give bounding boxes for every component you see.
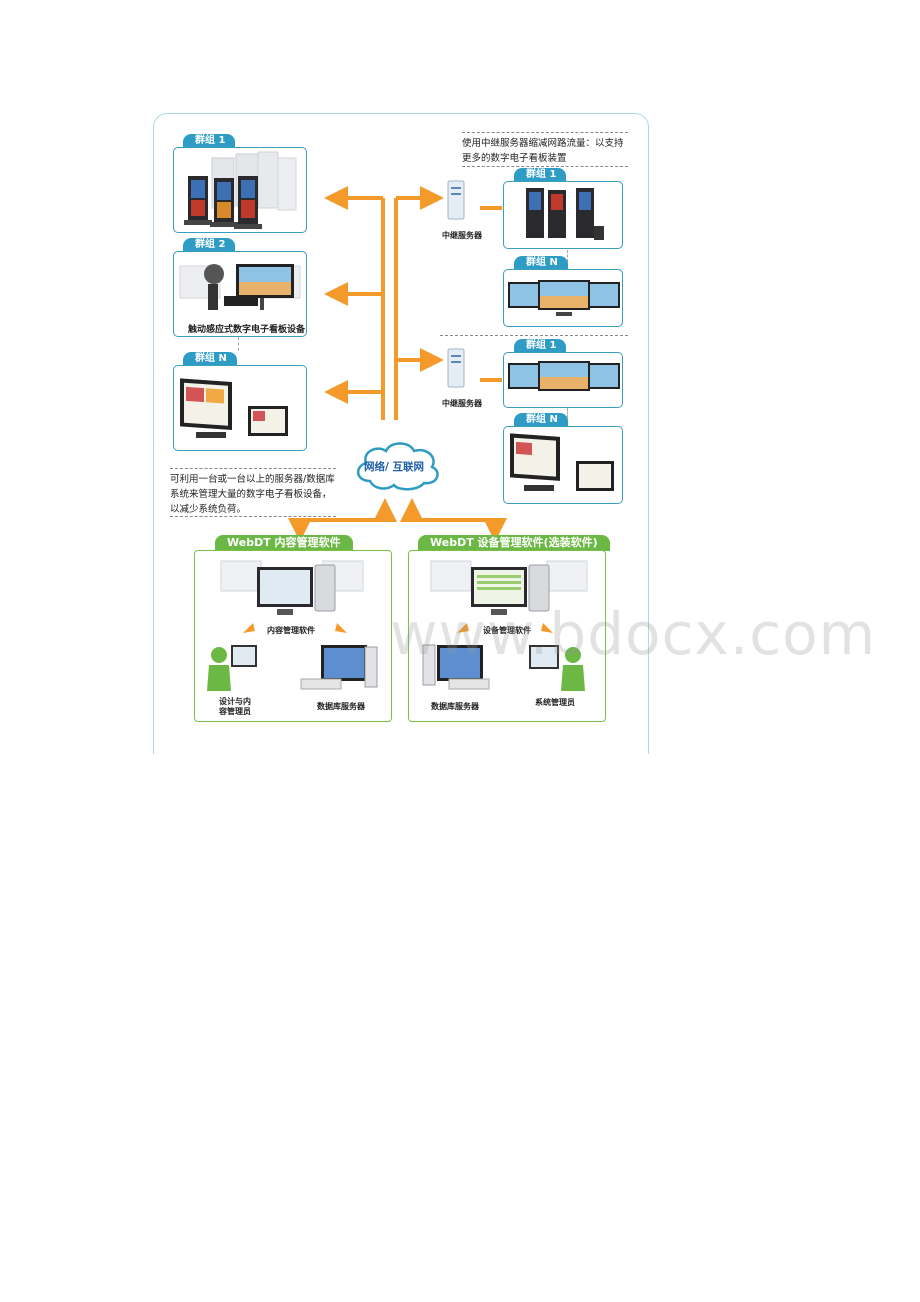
right-group-1-tab: 群组 1 bbox=[514, 168, 567, 182]
touch-signage-illustration bbox=[179, 264, 301, 310]
cms-center-label: 内容管理软件 bbox=[267, 626, 315, 635]
cms-server-label: 数据库服务器 bbox=[317, 702, 365, 711]
left-group-n-tab: 群组 N bbox=[183, 352, 237, 366]
left-group-2-caption: 触动感应式数字电子看板设备 bbox=[188, 325, 306, 335]
left-group-n-box bbox=[173, 365, 307, 451]
group-ellipsis-line bbox=[567, 250, 568, 262]
right-section-divider bbox=[440, 335, 628, 336]
dms-person-label: 系统管理员 bbox=[535, 698, 575, 707]
dms-center-label: 设备管理软件 bbox=[483, 626, 531, 635]
right-group-n-box-1 bbox=[503, 269, 623, 327]
monitor-illustration bbox=[510, 433, 614, 491]
group-ellipsis-line bbox=[567, 408, 568, 418]
relay-note: 使用中继服务器缩减网路流量：以支持更多的数字电子看板装置 bbox=[462, 138, 624, 164]
left-group-1-tab: 群组 1 bbox=[183, 134, 236, 148]
note-bottom-divider bbox=[462, 166, 628, 167]
internet-cloud-icon bbox=[357, 442, 439, 491]
right-group-n-box-2 bbox=[503, 426, 623, 504]
dms-server-label: 数据库服务器 bbox=[431, 702, 479, 711]
group-ellipsis-line bbox=[238, 337, 239, 351]
left-note-top-divider bbox=[170, 468, 336, 469]
cms-box: 内容管理软件 设计与内容管理员 数据库服务器 bbox=[194, 550, 392, 722]
widescreen-displays-illustration bbox=[508, 280, 620, 316]
right-group-1-tab-2: 群组 1 bbox=[514, 339, 567, 353]
dms-box: 设备管理软件 数据库服务器 系统管理员 bbox=[408, 550, 606, 722]
right-group-n-tab-1: 群组 N bbox=[514, 256, 568, 270]
right-group-n-tab-2: 群组 N bbox=[514, 413, 568, 427]
cloud-label: 网络/ 互联网 bbox=[364, 461, 424, 473]
relay-server-icon bbox=[447, 348, 465, 388]
left-group-2-box: 触动感应式数字电子看板设备 bbox=[173, 251, 307, 337]
relay-server-icon bbox=[447, 180, 465, 220]
relay-server-label-1: 中继服务器 bbox=[442, 231, 482, 240]
cms-illustration bbox=[207, 560, 378, 691]
left-note-bottom-divider bbox=[170, 516, 336, 517]
right-group-1-box bbox=[503, 181, 623, 249]
watermark: www.bdocx.com bbox=[390, 600, 877, 668]
relay-server-label-2: 中继服务器 bbox=[442, 399, 482, 408]
kiosk-devices-illustration bbox=[526, 188, 604, 240]
monitor-illustration bbox=[180, 378, 288, 438]
left-group-2-tab: 群组 2 bbox=[183, 238, 236, 252]
server-note: 可利用一台或一台以上的服务器/数据库系统来管理大量的数字电子看板设备，以减少系统… bbox=[170, 474, 335, 515]
dms-tab: WebDT 设备管理软件(选装软件) bbox=[418, 535, 610, 551]
dms-illustration bbox=[422, 560, 588, 691]
cms-tab: WebDT 内容管理软件 bbox=[215, 535, 353, 551]
note-top-divider bbox=[462, 132, 628, 133]
right-group-1-box-2 bbox=[503, 352, 623, 408]
cms-person-label: 设计与内容管理员 bbox=[219, 697, 251, 716]
widescreen-displays-illustration bbox=[508, 361, 620, 391]
left-group-1-box bbox=[173, 147, 307, 233]
kiosk-devices-illustration bbox=[184, 151, 297, 229]
